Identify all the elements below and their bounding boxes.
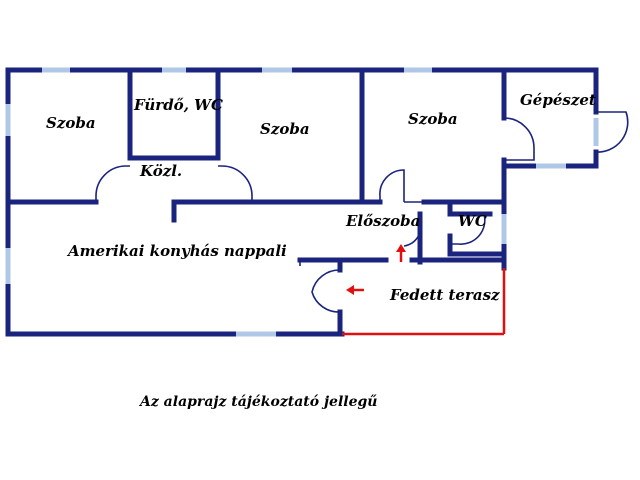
room-label-furdo-wc: Fürdő, WC — [133, 96, 223, 114]
room-label-szoba-2: Szoba — [260, 120, 310, 138]
room-label-eloszoba: Előszoba — [345, 212, 420, 230]
room-label-szoba-1: Szoba — [46, 114, 96, 132]
arrow-up-icon — [396, 244, 406, 262]
room-label-wc: WC — [458, 212, 487, 230]
terrace-edges — [342, 268, 506, 336]
room-label-szoba-3: Szoba — [408, 110, 458, 128]
windows — [5, 67, 599, 337]
doors — [95, 111, 629, 313]
arrow-left-icon — [346, 285, 364, 295]
room-label-gepeszet: Gépészet — [520, 91, 596, 109]
footer-note: Az alaprajz tájékoztató jellegű — [138, 394, 377, 410]
room-label-kozl: Közl. — [139, 162, 182, 180]
entry-arrows — [346, 244, 406, 295]
room-label-terasz: Fedett terasz — [389, 286, 500, 304]
room-label-nappali: Amerikai konyhás nappali — [66, 242, 287, 260]
